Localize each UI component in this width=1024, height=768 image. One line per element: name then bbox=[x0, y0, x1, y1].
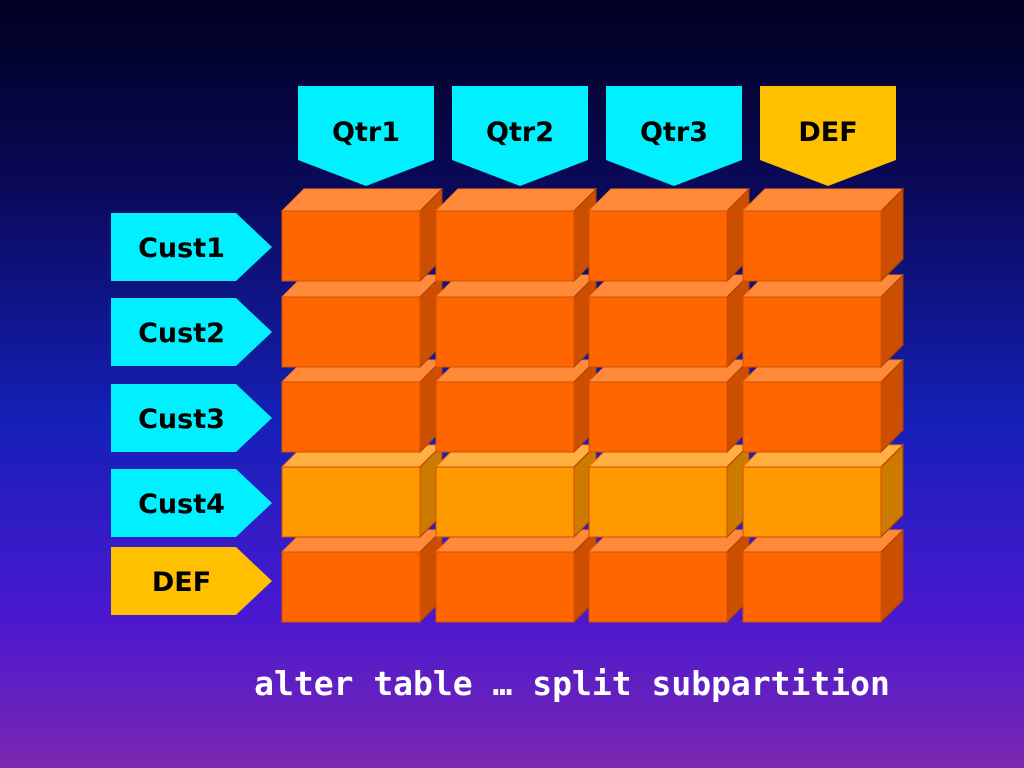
cell-def-qtr2 bbox=[434, 528, 598, 624]
cell-cust2-qtr2 bbox=[434, 273, 598, 369]
cell-cust4-qtr2 bbox=[434, 443, 598, 539]
row-label: Cust3 bbox=[138, 404, 225, 435]
cell-cust1-def bbox=[741, 187, 905, 283]
column-header-def-4: DEF bbox=[760, 86, 896, 186]
row-label: DEF bbox=[152, 567, 211, 598]
row-label: Cust1 bbox=[138, 233, 225, 264]
row-header-def-5: DEF bbox=[111, 547, 272, 615]
sql-caption: alter table … split subpartition bbox=[254, 664, 890, 703]
cell-cust4-qtr1 bbox=[280, 443, 444, 539]
cell-def-def bbox=[741, 528, 905, 624]
column-header-qtr1-1: Qtr1 bbox=[298, 86, 434, 186]
column-label: DEF bbox=[798, 117, 857, 148]
column-label: Qtr2 bbox=[486, 117, 554, 148]
cell-cust3-qtr3 bbox=[587, 358, 751, 454]
column-header-qtr3-3: Qtr3 bbox=[606, 86, 742, 186]
row-header-cust2-2: Cust2 bbox=[111, 298, 272, 366]
cell-cust2-def bbox=[741, 273, 905, 369]
row-header-cust4-4: Cust4 bbox=[111, 469, 272, 537]
cell-cust2-qtr3 bbox=[587, 273, 751, 369]
cell-cust1-qtr3 bbox=[587, 187, 751, 283]
column-label: Qtr3 bbox=[640, 117, 708, 148]
column-label: Qtr1 bbox=[332, 117, 400, 148]
cell-cust1-qtr2 bbox=[434, 187, 598, 283]
cell-def-qtr3 bbox=[587, 528, 751, 624]
column-headers: Qtr1 Qtr2 Qtr3 DEF bbox=[298, 86, 896, 186]
cell-cust4-def bbox=[741, 443, 905, 539]
row-label: Cust4 bbox=[138, 489, 225, 520]
row-label: Cust2 bbox=[138, 318, 225, 349]
cell-cust3-qtr1 bbox=[280, 358, 444, 454]
partition-grid bbox=[280, 187, 905, 624]
cell-cust4-qtr3 bbox=[587, 443, 751, 539]
cell-cust3-qtr2 bbox=[434, 358, 598, 454]
cell-def-qtr1 bbox=[280, 528, 444, 624]
cell-cust2-qtr1 bbox=[280, 273, 444, 369]
row-header-cust1-1: Cust1 bbox=[111, 213, 272, 281]
column-header-qtr2-2: Qtr2 bbox=[452, 86, 588, 186]
cell-cust1-qtr1 bbox=[280, 187, 444, 283]
row-header-cust3-3: Cust3 bbox=[111, 384, 272, 452]
cell-cust3-def bbox=[741, 358, 905, 454]
